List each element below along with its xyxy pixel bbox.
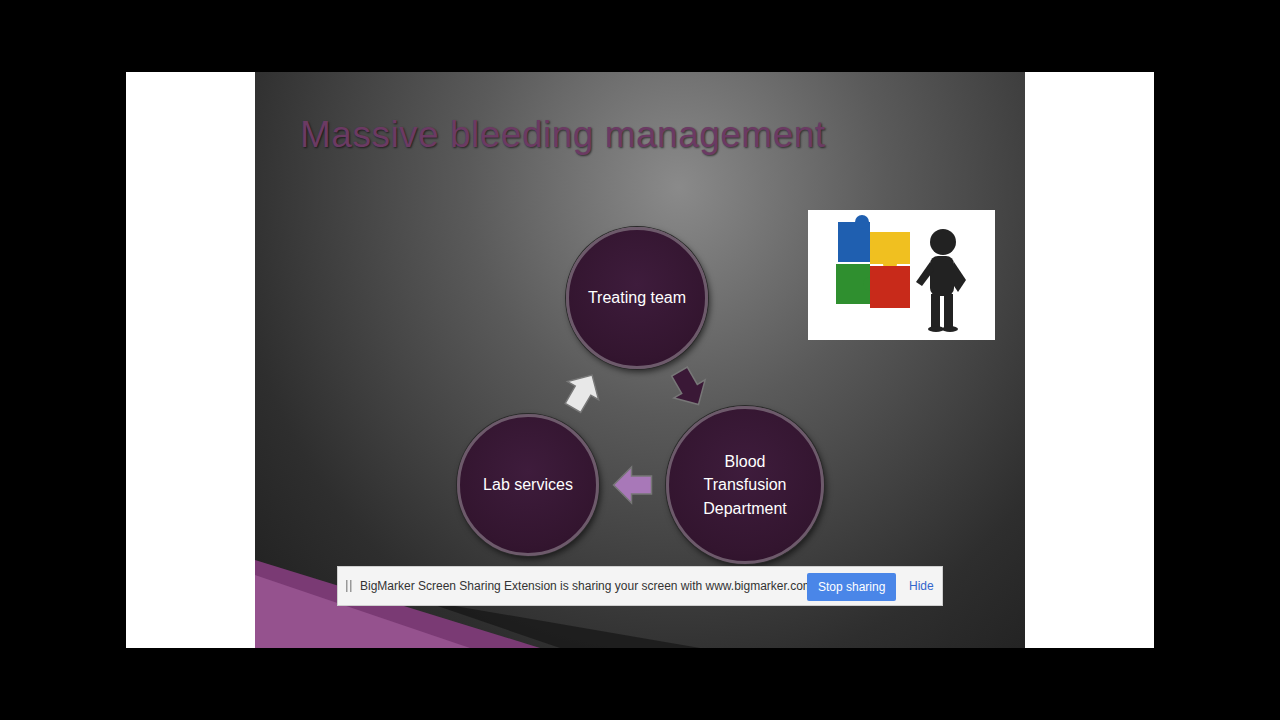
flow-arrow	[614, 467, 652, 503]
node-label: Lab services	[473, 473, 583, 496]
white-panel	[126, 72, 255, 648]
accent-stripe	[420, 600, 700, 648]
node-label: Treating team	[582, 286, 692, 309]
process-circle: Blood Transfusion Department	[666, 406, 824, 564]
notice-text: BigMarker Screen Sharing Extension is sh…	[360, 579, 816, 593]
hide-link: Hide	[909, 579, 934, 593]
flow-arrow	[565, 375, 598, 412]
white-panel	[1025, 72, 1154, 648]
node-label: Blood Transfusion Department	[681, 450, 809, 520]
slide-title: Massive bleeding management	[300, 114, 826, 156]
puzzle-picture	[808, 210, 995, 340]
process-circle: Lab services	[457, 414, 599, 556]
drag-grip	[346, 580, 352, 592]
process-circle: Treating team	[566, 227, 708, 369]
stop-button: Stop sharing	[807, 573, 896, 601]
share-notice-bar: BigMarker Screen Sharing Extension is sh…	[337, 566, 943, 606]
flow-arrow	[672, 367, 705, 404]
